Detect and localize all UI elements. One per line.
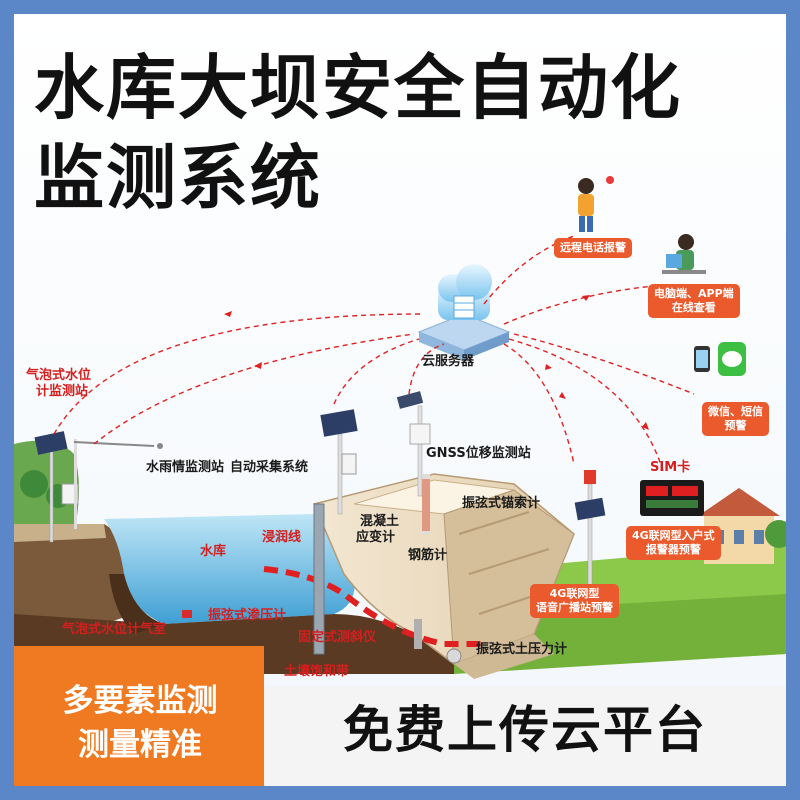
- person-laptop-icon: [662, 234, 706, 274]
- label-bubble-station-1: 气泡式水位: [26, 368, 92, 383]
- label-earth-pressure: 振弦式土压力计: [476, 642, 568, 657]
- phreatic-line: [263, 566, 484, 647]
- label-saturation-zone: 土壤饱和带: [284, 664, 350, 679]
- label-rebar-meter: 钢筋计: [408, 548, 448, 563]
- label-inclinometer: 固定式测斜仪: [298, 630, 377, 645]
- label-reservoir: 水库: [200, 544, 227, 559]
- banner-right-text: 免费上传云平台: [343, 701, 707, 759]
- label-cloud-server: 云服务器: [422, 354, 475, 369]
- label-auto-collect: 自动采集系统: [230, 460, 309, 475]
- home-alarm-device: [640, 480, 704, 516]
- inclinometer-pipe: [313, 503, 325, 655]
- collect-station-pole: [337, 433, 343, 515]
- page-title-line-1: 水库大坝安全自动化: [34, 47, 682, 129]
- poster-panel: 水库大坝安全自动化 监测系统 气泡式水位 计监测站 水雨情监测站 自动采集系统 …: [14, 14, 786, 786]
- pill-pc-app: 电脑端、APP端 在线查看: [648, 284, 740, 318]
- label-gnss: GNSS位移监测站: [426, 446, 531, 461]
- label-concrete-strain-1: 混凝土: [360, 514, 400, 529]
- label-piezometer: 振弦式渗压计: [208, 608, 287, 623]
- gnss-pole: [417, 405, 423, 497]
- banner-left: [14, 646, 264, 786]
- pill-wechat-sms: 微信、短信 预警: [702, 402, 769, 436]
- cloud-server-icon: [417, 264, 511, 360]
- label-bubble-chamber: 气泡式水位计气室: [62, 622, 167, 637]
- label-sim-card: SIM卡: [650, 460, 691, 475]
- reservoir-water: [104, 514, 355, 624]
- label-concrete-strain-2: 应变计: [356, 530, 396, 545]
- page-title-line-2: 监测系统: [34, 137, 322, 219]
- pill-remote-call: 远程电话报警: [554, 238, 632, 258]
- banner-left-line-1: 多要素监测: [62, 683, 218, 719]
- pill-broadcast: 4G联网型 语音广播站预警: [530, 584, 619, 618]
- label-bubble-station-2: 计监测站: [36, 384, 89, 399]
- wechat-phone-icon: [694, 342, 746, 376]
- banner-left-line-2: 测量精准: [78, 727, 202, 763]
- label-rain-station: 水雨情监测站: [146, 460, 225, 475]
- label-vibrating-anchor: 振弦式锚索计: [462, 496, 541, 511]
- pill-home-alarm: 4G联网型入户式 报警器预警: [626, 526, 721, 560]
- banner-right: [264, 686, 786, 786]
- person-phone-icon: [578, 176, 614, 232]
- label-phreatic-line: 浸润线: [262, 530, 302, 545]
